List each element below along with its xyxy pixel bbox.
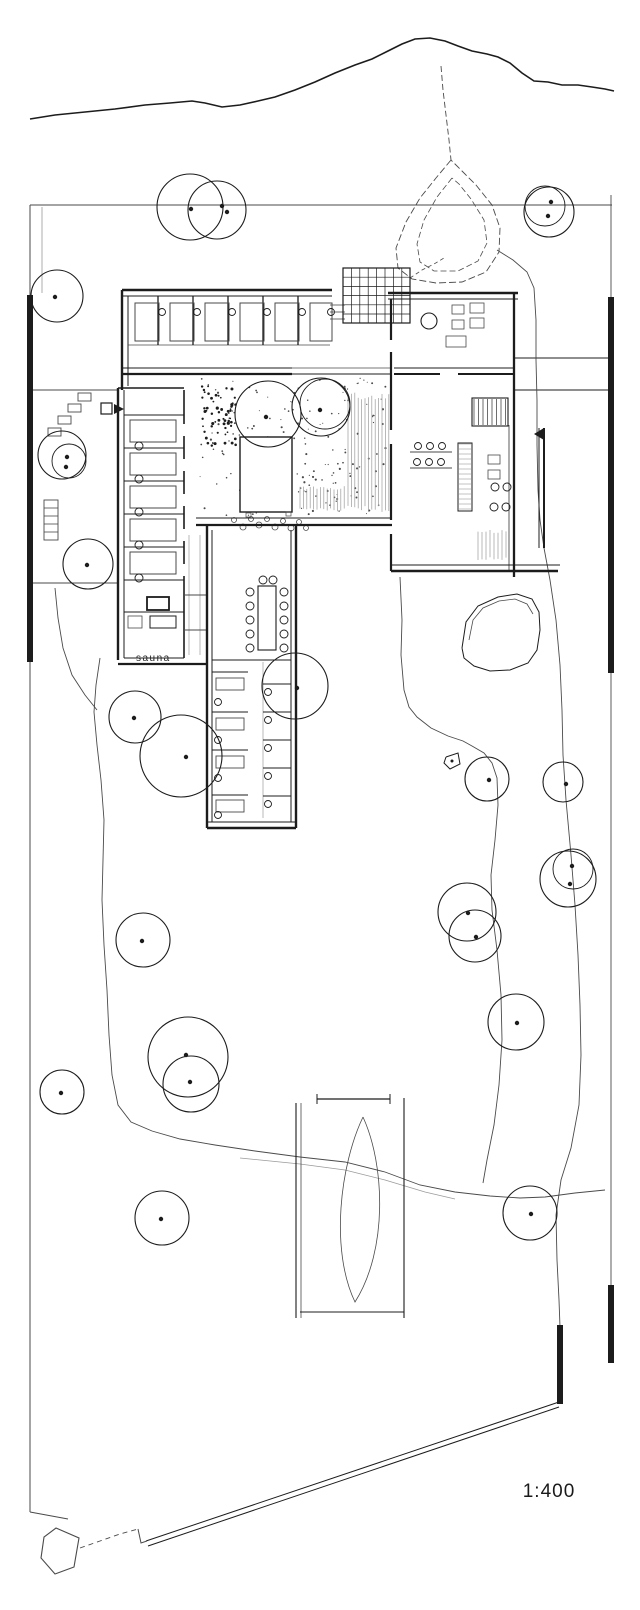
- tree: [62, 538, 114, 590]
- walls-heavy: [27, 295, 614, 1404]
- tree: [134, 1190, 190, 1246]
- tree: [39, 1069, 85, 1115]
- sauna-room-label: sauna: [136, 653, 171, 664]
- tree: [234, 380, 302, 448]
- labels-layer: sauna 1:400: [136, 653, 576, 1502]
- site-boundary: [29, 195, 612, 1575]
- tree: [464, 756, 510, 802]
- pool: [295, 1094, 405, 1318]
- tree: [187, 180, 247, 240]
- tree: [261, 652, 329, 720]
- tree: [162, 1055, 220, 1113]
- tree: [115, 912, 171, 968]
- tree: [448, 909, 502, 963]
- scale-label: 1:400: [523, 1481, 576, 1502]
- drawing-layers: [27, 37, 615, 1575]
- tree: [542, 761, 584, 803]
- tree: [108, 690, 162, 744]
- tree: [291, 377, 351, 437]
- trees: [30, 173, 597, 1246]
- courtyard-ground: [199, 377, 390, 532]
- tree: [37, 430, 87, 480]
- tree: [523, 185, 575, 238]
- tree: [539, 848, 597, 908]
- tree: [156, 173, 224, 241]
- tree: [487, 993, 545, 1051]
- markers: [100, 402, 461, 770]
- tree: [139, 714, 223, 798]
- tree: [147, 1016, 229, 1098]
- tree: [502, 1185, 558, 1241]
- tree: [437, 882, 497, 942]
- terrain: [29, 37, 615, 1328]
- tree: [30, 269, 84, 323]
- building: [43, 267, 560, 830]
